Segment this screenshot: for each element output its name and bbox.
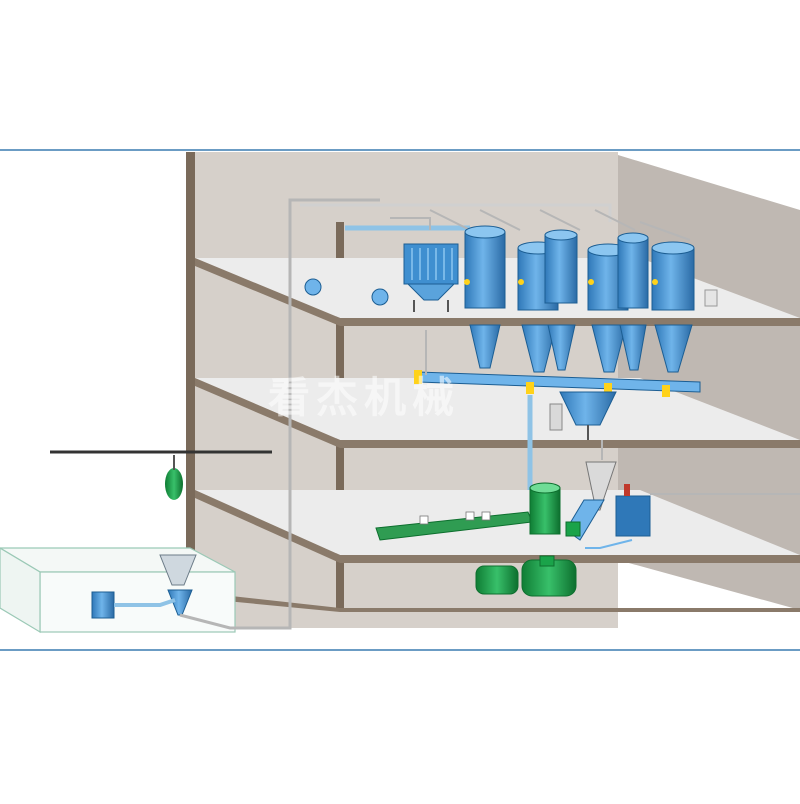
left-column (186, 152, 195, 592)
hoist-bag-icon (165, 468, 183, 500)
conveying-line-out (179, 590, 292, 630)
ground-level (195, 592, 800, 612)
roots-blower-icon (475, 565, 519, 595)
fan-icon (304, 278, 322, 296)
floor-level-2 (195, 378, 800, 448)
feed-station (0, 547, 292, 634)
cyclone-hopper-icon (585, 461, 617, 511)
process-line (375, 461, 800, 549)
storage-silos (464, 225, 695, 373)
building (186, 152, 800, 628)
silo-1 (464, 225, 506, 369)
outdoor-rail (50, 450, 272, 500)
feed-hopper-icon (159, 554, 197, 586)
blower-icon (91, 591, 115, 619)
electrical-cabinet-icon (615, 495, 651, 537)
silo-3 (544, 229, 578, 371)
silo-5 (617, 232, 649, 371)
mixer-icon (529, 487, 561, 535)
control-panel-icon (704, 289, 718, 307)
weigh-hopper-icon (559, 391, 617, 426)
fan-units (304, 278, 718, 307)
fan-icon (371, 288, 389, 306)
riser-pipes (288, 198, 691, 590)
blower-station (475, 555, 577, 597)
dust-collector (403, 243, 459, 312)
silo-6 (651, 241, 695, 373)
watermark-text: 看杰机械 (268, 373, 460, 422)
screw-conveyor (414, 370, 701, 440)
